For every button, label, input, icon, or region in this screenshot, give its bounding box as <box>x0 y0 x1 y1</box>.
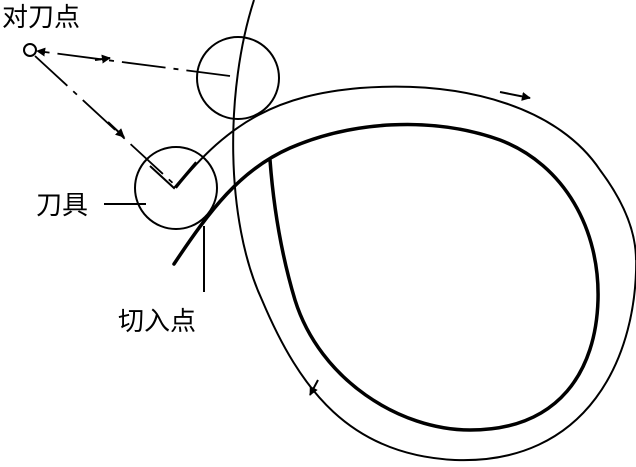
tool-circle-exit <box>196 36 280 120</box>
tool-circle <box>134 146 218 230</box>
path-direction-arrow-left <box>309 379 319 396</box>
label-tool-setting-point: 对刀点 <box>2 3 80 33</box>
approach-path-line <box>34 55 177 187</box>
label-entry-point: 切入点 <box>118 307 196 337</box>
approach-path-arrowhead <box>107 121 125 138</box>
workpiece-contour <box>172 122 600 432</box>
tool-center-path-upper <box>175 85 636 261</box>
path-direction-arrow-top <box>499 91 531 101</box>
return-path-line <box>36 47 231 77</box>
tool-center-path-outer <box>232 0 636 462</box>
tool-setting-point-marker <box>23 43 37 57</box>
return-path-arrowhead <box>94 54 111 64</box>
tool-center-mark <box>149 161 197 190</box>
label-tool: 刀具 <box>36 191 88 221</box>
